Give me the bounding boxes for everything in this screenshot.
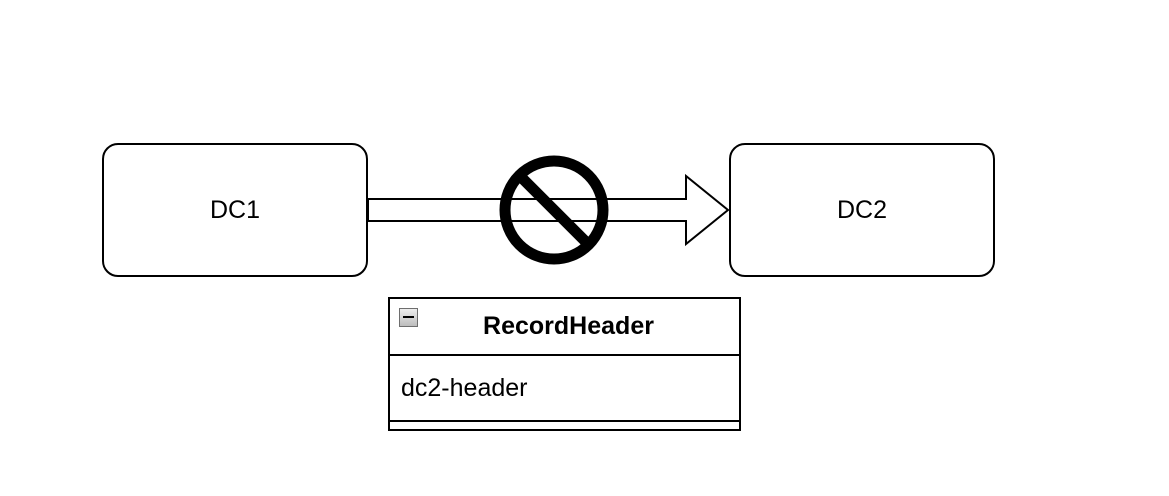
record-field-row[interactable]: dc2-header bbox=[390, 356, 739, 422]
node-label: DC2 bbox=[836, 195, 887, 224]
datacenter-node-dc1[interactable]: DC1 bbox=[102, 143, 368, 277]
record-field-label: dc2-header bbox=[401, 373, 528, 402]
record-header-titlebar: RecordHeader bbox=[390, 299, 739, 356]
datacenter-node-dc2[interactable]: DC2 bbox=[729, 143, 995, 277]
record-header-container[interactable]: RecordHeader dc2-header bbox=[388, 297, 741, 431]
node-label: DC1 bbox=[209, 195, 260, 224]
collapse-minus-icon[interactable] bbox=[399, 308, 418, 327]
record-title: RecordHeader bbox=[483, 312, 654, 340]
prohibited-icon bbox=[499, 155, 609, 265]
